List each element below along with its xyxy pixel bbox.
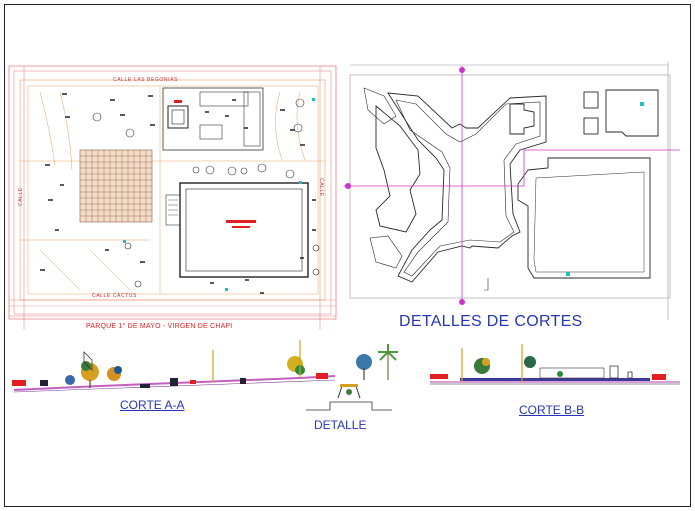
- detail-drawing: [306, 344, 398, 411]
- section-a-label: CORTE A-A: [120, 398, 185, 412]
- park-title: PARQUE 1° DE MAYO - VIRGEN DE CHAPI: [86, 323, 233, 330]
- detail-label: DETALLE: [314, 418, 367, 432]
- tree-icon: [92, 98, 320, 288]
- central-court: [179, 182, 309, 278]
- tree-icon: [65, 356, 305, 388]
- palm-icon: [356, 344, 398, 380]
- park-plan: [8, 65, 337, 330]
- section-b-label: CORTE B-B: [519, 403, 585, 417]
- top-building: [162, 87, 264, 151]
- sections-plan: [344, 62, 680, 320]
- section-b-b: [430, 344, 680, 385]
- sheet-border: [4, 4, 691, 507]
- bench-icon: [337, 384, 361, 399]
- paved-grid-area: [79, 149, 153, 223]
- lamp-post-icon: [461, 344, 523, 382]
- street-label-right: CALLE: [318, 178, 324, 197]
- section-cut-lines: [344, 66, 680, 305]
- sections-title: DETALLES DE CORTES: [399, 313, 583, 330]
- lamp-post-icon: [212, 340, 301, 382]
- street-label-top: CALLE LAS BEGONIAS: [113, 77, 178, 83]
- street-label-left: CALLE: [18, 187, 24, 206]
- tree-icon: [474, 356, 563, 377]
- section-a-a: [12, 340, 336, 393]
- street-label-bottom: CALLE CACTUS: [92, 293, 137, 299]
